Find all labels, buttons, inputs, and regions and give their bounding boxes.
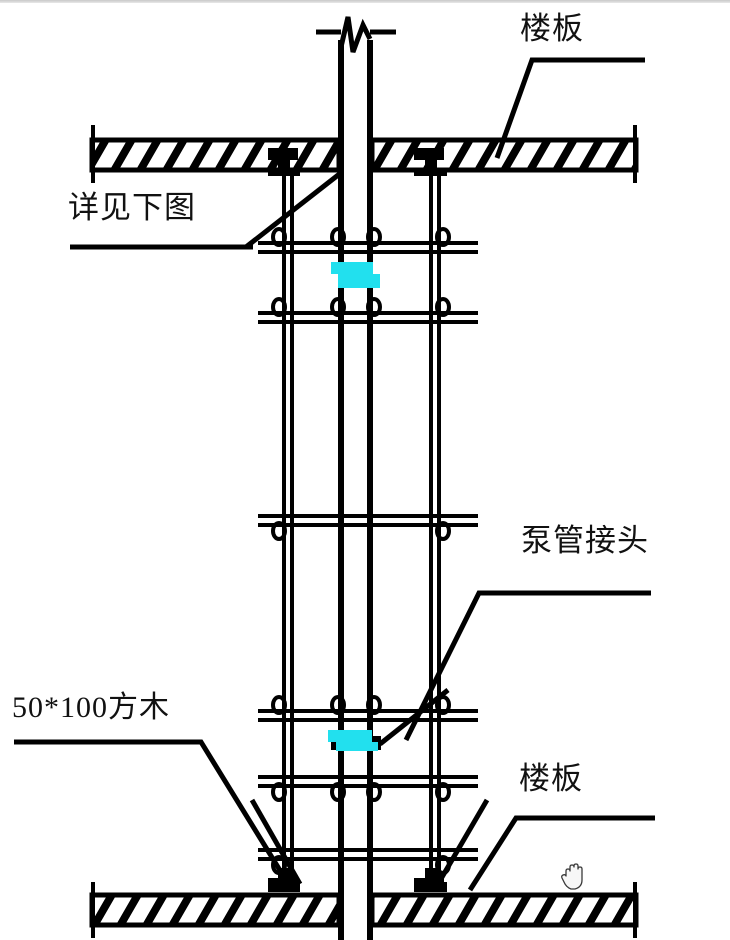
- pump-joint-highlight-lower: [328, 730, 378, 751]
- bottom-base-jacks: [268, 868, 447, 892]
- hand-cursor: [561, 863, 583, 890]
- label-see-below: 详见下图: [68, 190, 196, 225]
- leader-slab-bottom: [467, 815, 655, 892]
- label-timber: 50*100方木: [12, 691, 170, 724]
- scaffold-couplers: [271, 227, 451, 875]
- pump-joint-highlight-upper: [331, 262, 380, 288]
- label-slab-top: 楼板: [520, 11, 584, 46]
- top-floor-slab: [89, 125, 639, 183]
- leader-slab-top: [494, 57, 645, 159]
- scaffold-vertical-posts: [282, 168, 441, 888]
- top-u-head-jacks: [268, 148, 447, 176]
- diagonal-braces: [244, 170, 490, 886]
- label-slab-bottom: 楼板: [519, 761, 583, 796]
- leader-pump-joint: [403, 590, 651, 742]
- window-top-edge: [0, 0, 730, 3]
- leader-timber: [14, 739, 284, 874]
- label-pump-joint: 泵管接头: [521, 523, 649, 558]
- bottom-floor-slab: [89, 882, 639, 938]
